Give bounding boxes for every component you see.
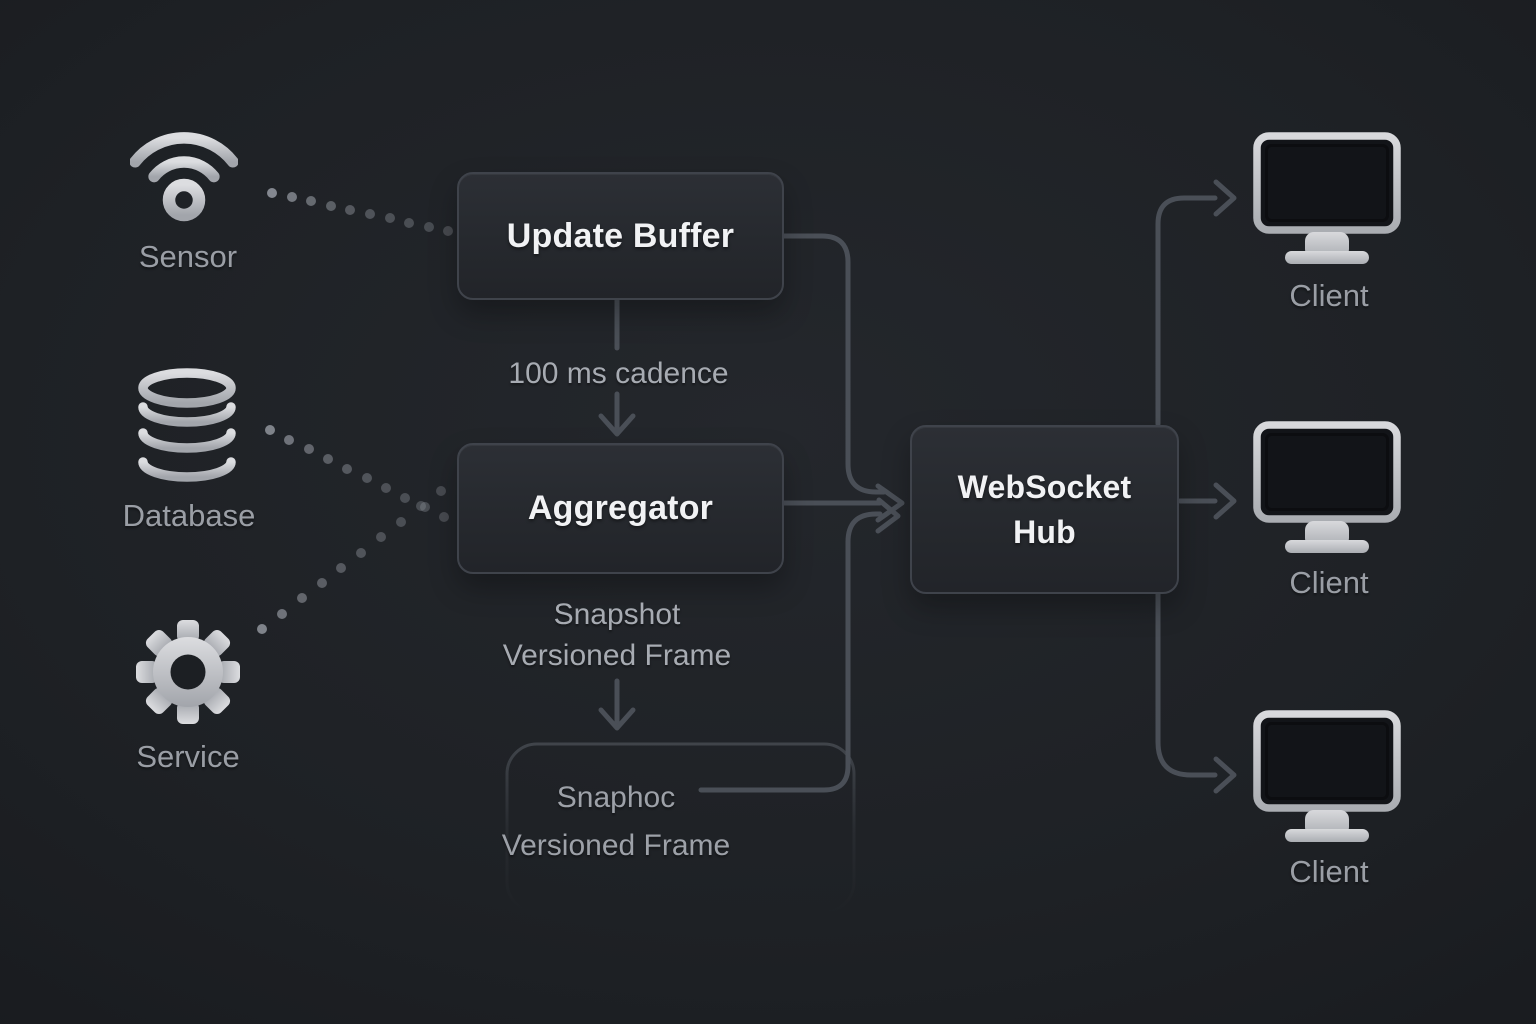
- node-update-buffer-label: Update Buffer: [506, 216, 735, 255]
- monitor-icon: [1253, 421, 1401, 553]
- node-websocket-hub-label: WebSocket Hub: [957, 468, 1132, 550]
- source-label-sensor: Sensor: [138, 239, 238, 274]
- ghost-annotation-line2: Versioned Frame: [501, 829, 731, 862]
- arrowhead-right-icon: [875, 483, 905, 523]
- arrowhead-right-icon: [1213, 756, 1237, 794]
- node-websocket-hub: WebSocket Hub: [910, 425, 1179, 594]
- dotted-link-database: [265, 425, 449, 522]
- database-icon: [138, 368, 236, 482]
- snapshot-annotation-line1: Snapshot: [553, 598, 681, 631]
- node-aggregator: Aggregator: [457, 443, 784, 574]
- client3-label: Client: [1289, 854, 1369, 889]
- arrowhead-down-icon: [598, 413, 636, 437]
- source-label-database: Database: [122, 498, 256, 533]
- edge-hub-to-client3: [1155, 589, 1218, 778]
- ghost-annotation-line1: Snaphoc: [556, 781, 676, 814]
- wifi-sensor-icon: [130, 132, 238, 222]
- edge-buffer-to-hub: [777, 233, 887, 495]
- node-aggregator-label: Aggregator: [527, 489, 714, 527]
- client2-label: Client: [1289, 565, 1369, 600]
- arrowhead-down-icon: [598, 707, 636, 731]
- ghost-frame: [505, 742, 856, 914]
- arrowhead-right-icon: [1213, 482, 1237, 520]
- arrowhead-right-icon: [1213, 179, 1237, 217]
- dotted-link-service: [257, 486, 446, 634]
- snapshot-annotation-line2: Versioned Frame: [502, 639, 732, 672]
- gear-icon: [136, 620, 240, 724]
- monitor-icon: [1253, 132, 1401, 264]
- source-label-service: Service: [136, 739, 240, 774]
- node-update-buffer: Update Buffer: [457, 172, 784, 300]
- cadence-annotation: 100 ms cadence: [508, 357, 729, 390]
- monitor-icon: [1253, 710, 1401, 842]
- arrowhead-right-icon: [875, 497, 901, 534]
- client1-label: Client: [1289, 278, 1369, 313]
- edge-hub-to-client1: [1155, 195, 1218, 427]
- dotted-link-sensor: [267, 188, 453, 236]
